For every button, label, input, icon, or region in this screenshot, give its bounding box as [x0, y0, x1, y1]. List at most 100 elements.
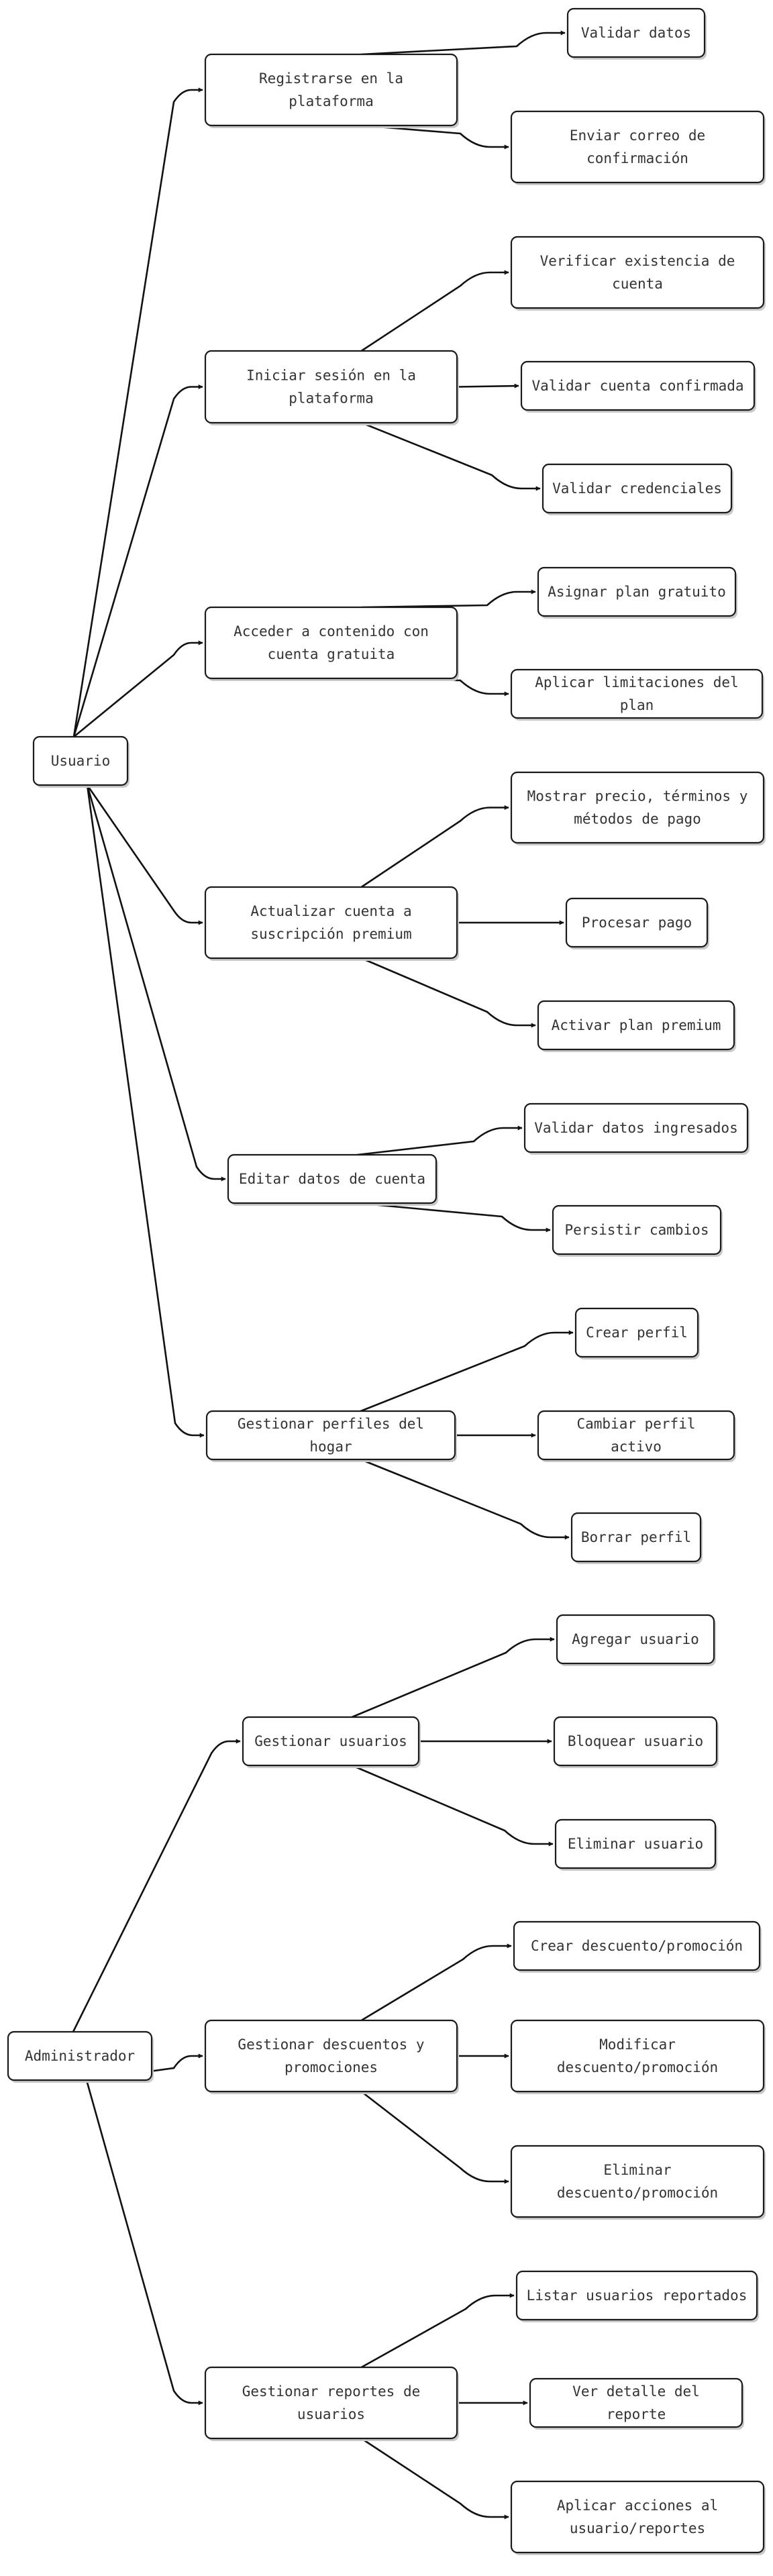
node-box: [537, 566, 737, 617]
node-label-line: Actualizar cuenta a: [250, 903, 411, 919]
node-label-line: Borrar perfil: [581, 1529, 691, 1545]
node-label-line: Enviar correo de: [570, 127, 705, 144]
node-label-line: Procesar pago: [582, 915, 692, 931]
node-box: [556, 1614, 715, 1665]
step-node: Listar usuarios reportados: [515, 2270, 759, 2322]
node-box: [204, 886, 458, 960]
node-box: [242, 1716, 420, 1767]
node-label: Listar usuarios reportados: [527, 2287, 748, 2304]
node-box: [7, 2030, 153, 2081]
node-label-line: cuenta: [612, 276, 663, 292]
edge-task-to-step: [361, 30, 566, 56]
edge-task-to-step: [351, 1764, 554, 1847]
step-node: Asignar plan gratuito: [537, 566, 737, 619]
task-node: Editar datos de cuenta: [227, 1153, 438, 1206]
node-label-line: Persistir cambios: [565, 1222, 709, 1238]
node-label: Asignar plan gratuito: [548, 584, 726, 600]
edge-task-to-step: [361, 421, 541, 491]
edge-task-to-step: [351, 1637, 555, 1718]
edge-task-to-step: [456, 383, 519, 389]
edge-root-to-task: [72, 1739, 241, 2032]
node-label-line: Registrarse en la: [259, 70, 403, 87]
node-box: [537, 1410, 735, 1461]
node-label-line: Eliminar usuario: [568, 1836, 703, 1852]
node-label: Crear descuento/promoción: [531, 1938, 743, 1954]
node-label-line: usuario/reportes: [570, 2520, 705, 2536]
node-label-line: Bloquear usuario: [568, 1733, 703, 1749]
step-node: Validar cuenta confirmada: [520, 360, 756, 413]
edge-task-to-step: [360, 2293, 515, 2369]
node-label: Eliminar usuario: [568, 1836, 703, 1852]
node-label-line: usuarios: [297, 2406, 365, 2422]
node-label-line: Usuario: [51, 753, 111, 769]
node-box: [552, 1204, 722, 1255]
node-label: Procesar pago: [582, 915, 692, 931]
edge-root-to-task: [73, 640, 203, 738]
node-label: Aplicar limitaciones del plan: [535, 674, 738, 713]
node-label: Gestionar usuarios: [254, 1733, 407, 1749]
node-label-line: plan: [620, 697, 654, 713]
node-label-line: métodos de pago: [574, 811, 701, 827]
edge-root-to-task: [86, 784, 226, 1182]
edge-root-to-task: [86, 784, 203, 925]
edge-layer: [72, 30, 574, 2520]
node-label-line: Crear perfil: [586, 1325, 688, 1341]
node-label: Activar plan premium: [552, 1017, 721, 1033]
node-box: [205, 1410, 456, 1461]
node-box: [204, 606, 458, 680]
node-box: [227, 1153, 437, 1204]
node-box: [523, 1102, 749, 1153]
step-node: Activar plan premium: [537, 1000, 736, 1052]
node-box: [566, 7, 706, 58]
node-label-line: descuento/promoción: [557, 2059, 718, 2075]
node-label: Validar credenciales: [552, 480, 722, 497]
node-box: [510, 110, 765, 184]
node-label: Validar datos: [581, 25, 691, 41]
node-label: Registrarse en la plataforma: [259, 70, 403, 109]
node-box: [510, 2019, 765, 2093]
step-node: Aplicar limitaciones del plan: [510, 668, 764, 721]
node-box: [510, 236, 765, 309]
node-label-line: plataforma: [289, 391, 373, 407]
node-box: [510, 771, 765, 844]
node-label: Crear perfil: [586, 1325, 688, 1341]
node-box: [520, 360, 756, 411]
node-label-line: Aplicar limitaciones del: [535, 674, 738, 690]
node-label-line: Validar cuenta confirmada: [531, 378, 743, 394]
step-node: Validar datos: [566, 7, 707, 60]
edge-root-to-task: [72, 384, 203, 737]
node-box: [565, 897, 709, 948]
node-label-line: plataforma: [289, 93, 373, 109]
edge-task-to-step: [361, 589, 536, 609]
node-box: [204, 350, 458, 424]
node-label: Validar cuenta confirmada: [531, 378, 743, 394]
edge-root-to-task: [86, 784, 205, 1438]
node-label-line: reporte: [607, 2406, 666, 2422]
node-label-line: Editar datos de cuenta: [239, 1171, 425, 1187]
edge-task-to-step: [361, 124, 509, 150]
node-label: Usuario: [51, 753, 111, 769]
edge-task-to-step: [360, 270, 509, 352]
node-label: Administrador: [25, 2048, 135, 2064]
step-node: Procesar pago: [565, 897, 709, 949]
edge-task-to-step: [360, 2090, 509, 2184]
node-label-line: Gestionar descuentos y: [238, 2037, 424, 2053]
node-label: Borrar perfil: [581, 1529, 691, 1545]
node-label-line: Asignar plan gratuito: [548, 584, 726, 600]
node-box: [204, 2366, 458, 2440]
node-label-line: Administrador: [25, 2048, 135, 2064]
edge-root-to-task: [86, 2053, 203, 2081]
node-label-line: Mostrar precio, términos y: [527, 788, 748, 805]
